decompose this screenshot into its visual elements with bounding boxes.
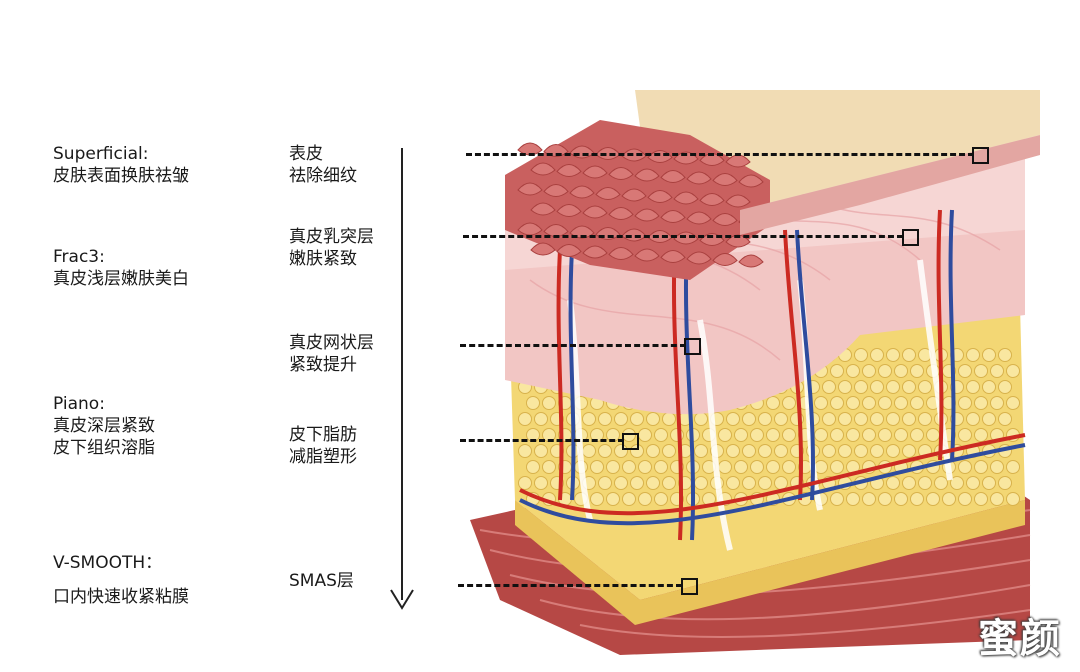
- leader-line-epidermis: [466, 153, 974, 156]
- depth-axis-line: [401, 148, 403, 600]
- leader-line-papillary-dermis: [463, 235, 903, 238]
- marker-box-reticular-dermis: [684, 338, 701, 355]
- layer-label-subcutaneous-fat: 皮下脂肪减脂塑形: [289, 425, 357, 467]
- label-superficial: Superficial:皮肤表面换肤祛皱: [53, 144, 189, 186]
- marker-box-smas: [681, 578, 698, 595]
- depth-arrow-head-icon: [390, 589, 414, 610]
- marker-box-subcutaneous-fat: [622, 433, 639, 450]
- watermark-logo: 蜜颜: [978, 616, 1062, 662]
- layer-label-smas: SMAS层: [289, 571, 354, 591]
- label-piano: Piano:真皮深层紧致皮下组织溶脂: [53, 394, 155, 458]
- skin-cross-section-illustration: [470, 90, 1040, 655]
- label-frac3: Frac3:真皮浅层嫩肤美白: [53, 247, 189, 289]
- label-v-smooth: V-SMOOTH：口内快速收紧粘膜: [53, 553, 189, 607]
- leader-line-reticular-dermis: [460, 344, 686, 347]
- leader-line-smas: [458, 584, 682, 587]
- layer-label-papillary-dermis: 真皮乳突层嫩肤紧致: [289, 227, 374, 269]
- leader-line-subcutaneous-fat: [460, 439, 624, 442]
- blood-vessels: [519, 209, 1026, 541]
- layer-label-reticular-dermis: 真皮网状层紧致提升: [289, 333, 374, 375]
- marker-box-epidermis: [972, 147, 989, 164]
- marker-box-papillary-dermis: [902, 229, 919, 246]
- layer-label-epidermis: 表皮祛除细纹: [289, 144, 357, 186]
- epidermis-layer: [505, 90, 1040, 280]
